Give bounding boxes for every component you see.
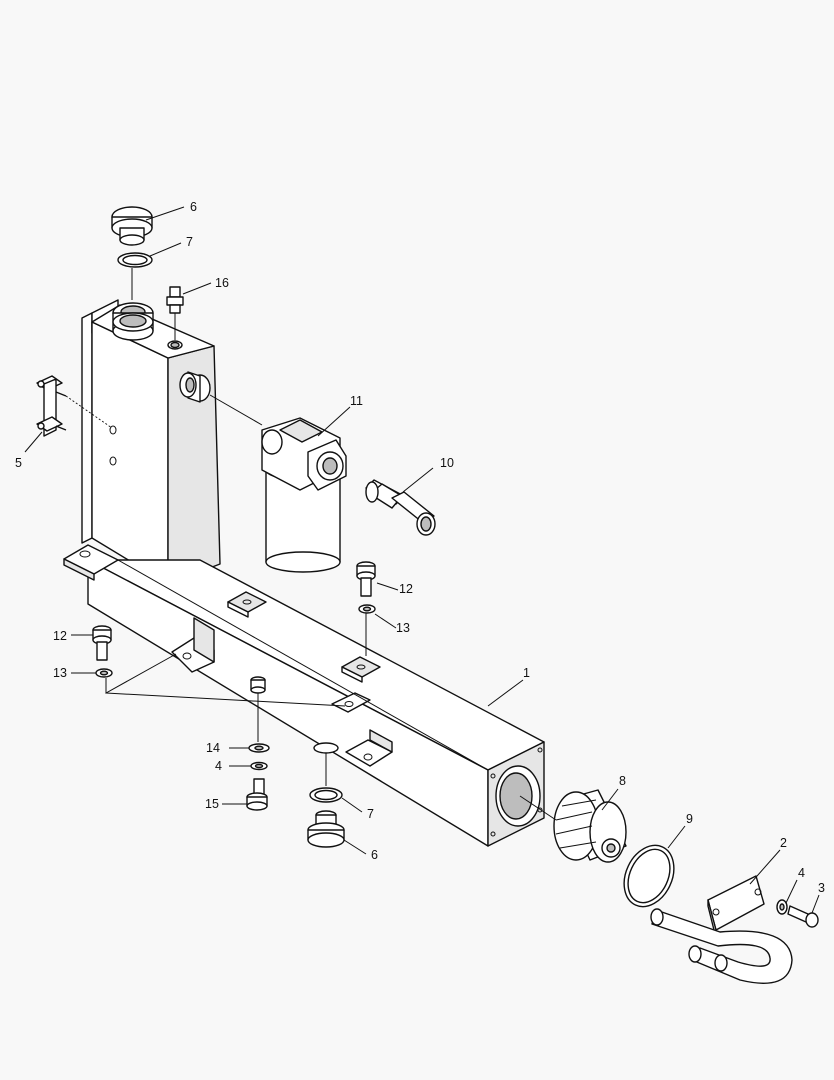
callout-13-right: 13: [396, 621, 410, 635]
o-ring-top: [117, 252, 153, 268]
bolt-left: [92, 625, 112, 661]
callout-13-left: 13: [53, 666, 67, 680]
suction-tube-assembly: [650, 875, 793, 984]
plug-small: [250, 676, 266, 694]
washer-right: [358, 604, 376, 614]
screw-3: [787, 905, 819, 928]
callout-15: 15: [205, 797, 219, 811]
callout-6-top: 6: [190, 200, 197, 214]
callout-3: 3: [818, 881, 825, 895]
breather-fitting: [166, 286, 184, 314]
o-ring-bottom: [309, 787, 343, 803]
callout-7-top: 7: [186, 235, 193, 249]
callout-10: 10: [440, 456, 454, 470]
callout-12-left: 12: [53, 629, 67, 643]
callout-12-right: 12: [399, 582, 413, 596]
callout-9: 9: [686, 812, 693, 826]
washer-left: [95, 668, 113, 678]
main-frame-beam: [63, 544, 545, 847]
callout-8: 8: [619, 774, 626, 788]
suction-strainer: [553, 789, 627, 863]
hydraulic-tank: [81, 299, 221, 585]
washer-4-left: [250, 761, 268, 771]
callout-2: 2: [780, 836, 787, 850]
filler-cap-top: [111, 206, 153, 246]
bolt-right: [356, 561, 376, 597]
bolt-15: [246, 778, 268, 811]
callout-6-bottom: 6: [371, 848, 378, 862]
drain-plug-bottom: [307, 810, 345, 848]
callout-16: 16: [215, 276, 229, 290]
callout-11: 11: [350, 394, 363, 408]
washer-14: [248, 743, 270, 753]
washer-4-right: [776, 899, 788, 915]
callout-4-left: 4: [215, 759, 222, 773]
hose-fitting: [365, 479, 436, 536]
callout-5: 5: [15, 456, 22, 470]
callout-1: 1: [523, 666, 530, 680]
callout-14: 14: [206, 741, 220, 755]
callout-7-bottom: 7: [367, 807, 374, 821]
leader-lines: [24, 206, 820, 914]
o-ring-large: [623, 844, 675, 908]
level-gauge: [36, 375, 67, 437]
return-filter: [261, 417, 347, 573]
callout-4-right: 4: [798, 866, 805, 880]
callout-labels: 6 7 16 5 11 10 12 13 12 13 1 14 4 15 7 6…: [15, 200, 825, 895]
